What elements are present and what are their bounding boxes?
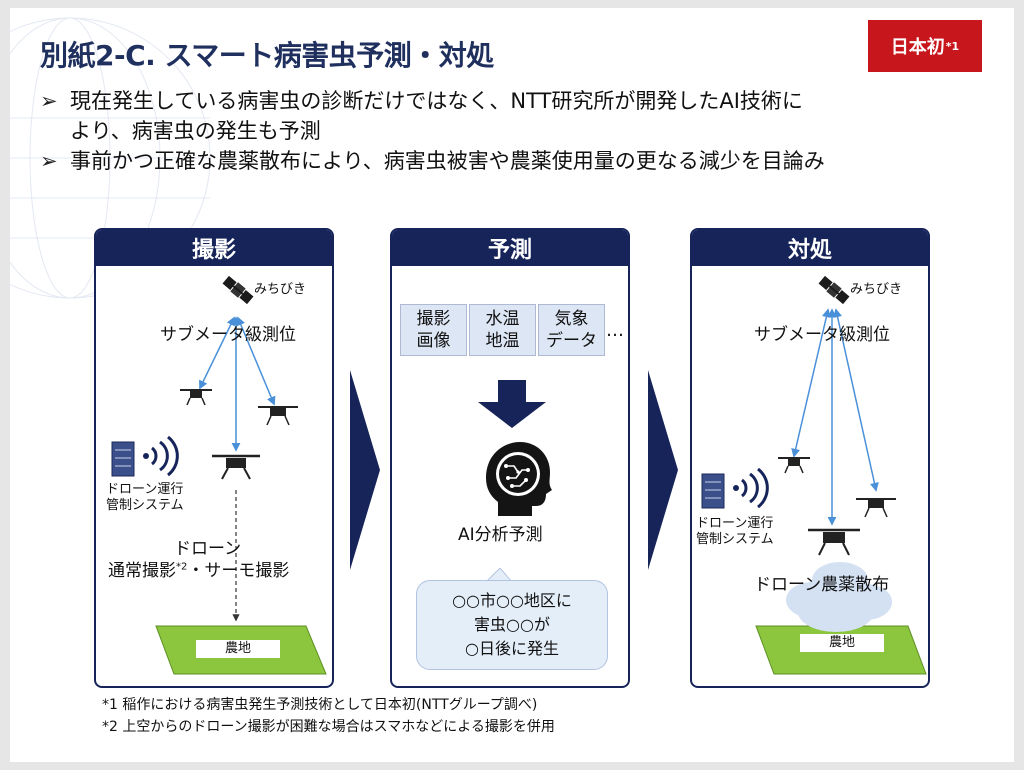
positioning-label: サブメータ級測位	[754, 325, 890, 345]
data-box-line1: 気象	[554, 309, 589, 329]
drone-label: ドローン	[174, 539, 242, 559]
farmland-label: 農地	[196, 640, 280, 658]
system-label-line2: 管制システム	[106, 498, 184, 513]
signal-arrow	[199, 316, 235, 390]
ai-analysis-label: AI分析予測	[458, 525, 543, 545]
japan-first-badge: 日本初*1	[868, 20, 982, 72]
capture-mode-text: 通常撮影	[108, 561, 176, 581]
bullet-arrow-icon: ➢	[40, 89, 58, 113]
chevron-right-icon	[648, 370, 678, 570]
panel-capture-header: 撮影	[96, 230, 332, 266]
footnote-1: *1 稲作における病害虫発生予測技術として日本初(NTTグループ調べ)	[102, 697, 538, 713]
ellipsis: …	[606, 320, 624, 341]
system-label-line1: ドローン運行	[106, 482, 184, 497]
spray-cloud	[786, 562, 892, 632]
satellite-label: みちびき	[254, 282, 307, 297]
bullet-1-line-1: 現在発生している病害虫の診断だけではなく、NTT研究所が開発したAI技術に	[70, 89, 803, 113]
system-label-line2: 管制システム	[696, 532, 774, 547]
positioning-label: サブメータ級測位	[160, 325, 296, 345]
signal-arrow	[833, 308, 879, 492]
farmland-label: 農地	[800, 634, 884, 652]
chevron-right-icon	[350, 370, 380, 570]
drone-icon	[778, 457, 810, 474]
bullet-1-line-2: より、病害虫の発生も予測	[70, 119, 321, 143]
capture-footnote-mark: *2	[176, 561, 188, 573]
capture-mode-text-rest: ・サーモ撮影	[187, 561, 290, 581]
bullet-2: ➢ 事前かつ正確な農薬散布により、病害虫被害や農薬使用量の更なる減少を目論み	[40, 146, 825, 176]
satellite-icon	[222, 275, 254, 305]
badge-footnote-mark: *1	[945, 39, 960, 53]
badge-text: 日本初	[890, 37, 945, 58]
data-box-line2: 画像	[416, 331, 451, 351]
capture-mode-label: 通常撮影*2・サーモ撮影	[108, 556, 289, 581]
bullet-1: ➢ 現在発生している病害虫の診断だけではなく、NTT研究所が開発したAI技術に よ…	[40, 86, 803, 146]
drone-icon	[258, 406, 298, 426]
signal-arrow	[236, 316, 276, 406]
page-title: 別紙2-C. スマート病害虫予測・対処	[40, 39, 494, 72]
server-signal-icon	[111, 436, 179, 477]
callout-line2: 害虫○○が	[474, 615, 550, 634]
drone-icon	[180, 389, 212, 406]
globe-decoration	[10, 17, 211, 299]
satellite-label: みちびき	[850, 282, 903, 297]
server-signal-icon	[701, 468, 769, 509]
system-label-line1: ドローン運行	[696, 516, 774, 531]
footnote-2: *2 上空からのドローン撮影が困難な場合はスマホなどによる撮影を併用	[102, 719, 555, 735]
spray-label: ドローン農薬散布	[754, 575, 890, 595]
data-box-weather: 気象データ	[538, 304, 605, 356]
slide: 別紙2-C. スマート病害虫予測・対処 日本初*1 ➢ 現在発生している病害虫の診…	[10, 8, 1014, 762]
callout-line1: ○○市○○地区に	[452, 591, 572, 610]
bullet-arrow-icon: ➢	[40, 149, 58, 173]
data-box-images: 撮影画像	[400, 304, 467, 356]
drone-icon	[856, 498, 896, 518]
panel-predict-header: 予測	[392, 230, 628, 266]
drone-icon	[808, 528, 860, 556]
data-box-line1: 水温	[485, 309, 520, 329]
satellite-icon	[818, 275, 850, 305]
callout-line3: ○日後に発生	[465, 639, 559, 658]
data-box-line2: データ	[546, 331, 597, 351]
data-box-line2: 地温	[485, 331, 520, 351]
signal-arrow	[791, 308, 831, 458]
panel-response-header: 対処	[692, 230, 928, 266]
data-box-temperature: 水温地温	[469, 304, 536, 356]
prediction-callout: ○○市○○地区に 害虫○○が ○日後に発生	[416, 580, 608, 670]
drone-icon	[212, 454, 260, 480]
ai-head-icon	[486, 442, 552, 516]
bullet-2-text: 事前かつ正確な農薬散布により、病害虫被害や農薬使用量の更なる減少を目論み	[70, 149, 825, 173]
down-arrow-icon	[478, 380, 546, 428]
data-box-line1: 撮影	[416, 309, 451, 329]
